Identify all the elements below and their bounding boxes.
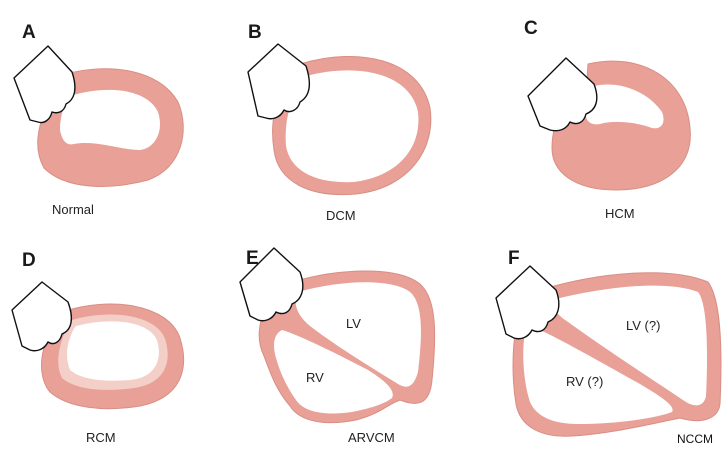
panel-e-rv-label: RV <box>306 370 324 385</box>
panel-a-caption: Normal <box>52 202 94 217</box>
panel-f-rv-label: RV (?) <box>566 374 603 389</box>
panel-f: F LV (?) RV (?) <box>496 248 721 436</box>
panel-d-lv-cavity <box>67 321 159 380</box>
panel-c-caption: HCM <box>605 206 635 221</box>
panel-d: D RCM <box>12 250 184 445</box>
panel-b-caption: DCM <box>326 208 356 223</box>
panel-c-letter: C <box>524 18 538 39</box>
panel-e-lv-label: LV <box>346 316 361 331</box>
panel-d-letter: D <box>22 250 36 271</box>
panel-a: A Normal <box>14 22 183 217</box>
panel-b-letter: B <box>248 22 262 43</box>
panel-a-lv-cavity <box>60 90 160 150</box>
panel-f-caption: NCCM <box>667 428 723 450</box>
panel-f-lv-label: LV (?) <box>626 318 660 333</box>
panel-e-caption: ARVCM <box>348 430 395 445</box>
panel-c: C HCM <box>524 18 690 221</box>
panel-b: B DCM <box>248 22 431 223</box>
panel-d-caption: RCM <box>86 430 116 445</box>
panel-f-letter: F <box>508 248 520 269</box>
panel-a-letter: A <box>22 22 36 43</box>
panel-e: E LV RV ARVCM <box>240 248 435 445</box>
